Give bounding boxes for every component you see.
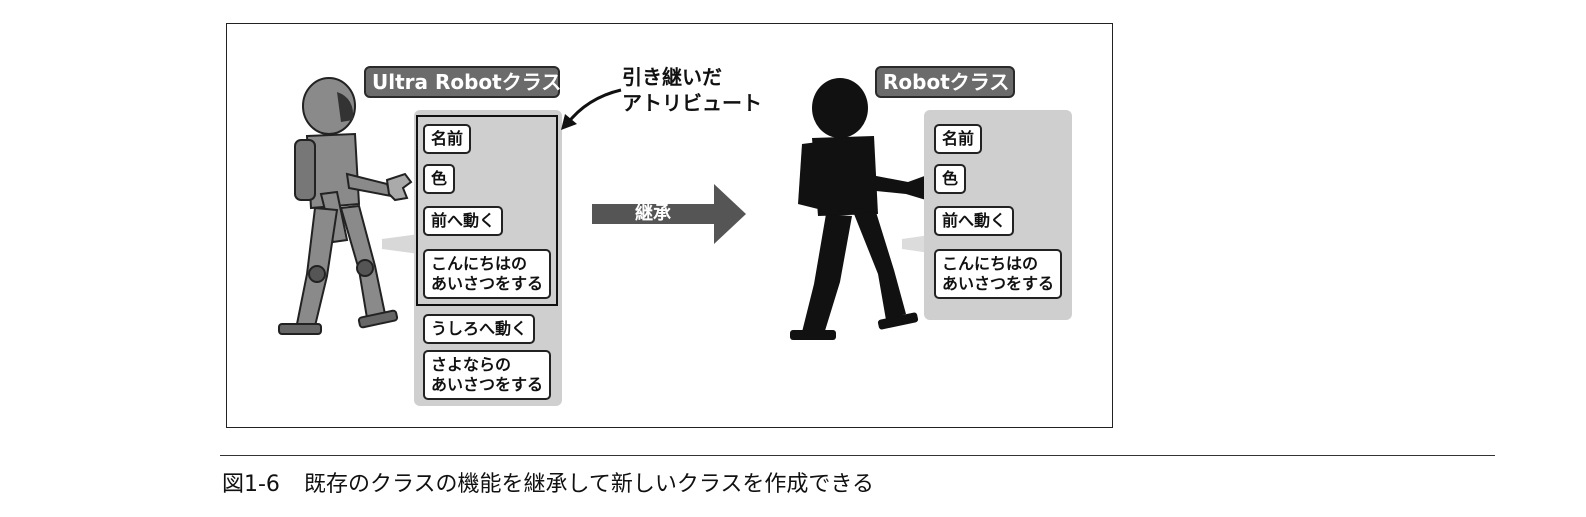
attribute-say-hello: こんにちはの あいさつをする (423, 249, 552, 299)
attribute-name: 名前 (423, 124, 472, 154)
inherited-attributes-annotation: 引き継いだ アトリビュート (622, 65, 762, 115)
attribute-say-hello: こんにちはの あいさつをする (934, 249, 1063, 299)
ultra-robot-illustration (278, 77, 457, 335)
caption-text: 既存のクラスの機能を継承して新しいクラスを作成できる (303, 472, 874, 497)
attribute-move-forward: 前へ動く (423, 206, 504, 236)
figure-caption: 図1-6 既存のクラスの機能を継承して新しいクラスを作成できる (222, 466, 874, 498)
attribute-move-backward: うしろへ動く (423, 314, 536, 344)
figure-number: 図1-6 (222, 472, 280, 497)
annotation-pointer-arrow (561, 88, 622, 130)
figure-frame: Ultra Robotクラス 名前 色 前へ動く こんにちはの あいさつをする … (226, 23, 1113, 428)
attribute-name: 名前 (934, 124, 983, 154)
attribute-move-forward: 前へ動く (934, 206, 1015, 236)
attribute-color: 色 (934, 164, 967, 194)
attribute-say-goodbye: さよならの あいさつをする (423, 350, 552, 400)
inherited-attributes-highlight (416, 115, 558, 306)
robot-class-title: Robotクラス (875, 66, 1015, 98)
inheritance-arrow (592, 184, 746, 244)
attribute-color: 色 (423, 164, 456, 194)
inheritance-arrow-label: 継承 (635, 203, 671, 224)
caption-divider (220, 455, 1495, 456)
ultra-robot-class-title: Ultra Robotクラス (364, 66, 561, 98)
